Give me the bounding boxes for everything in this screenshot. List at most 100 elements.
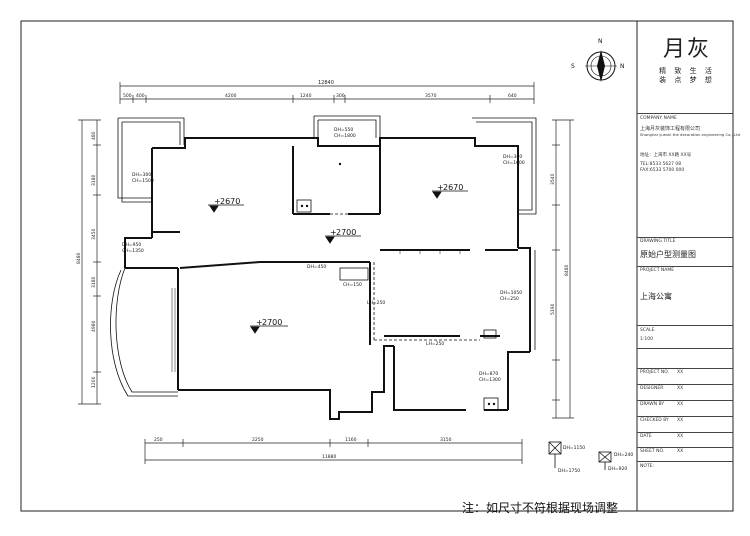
notes-label: NOTE: [640, 464, 655, 469]
project-label: PROJECT NAME [640, 268, 675, 273]
field-label: CHECKED BY [640, 418, 669, 423]
field-value: XX [677, 449, 684, 454]
right-seg-0: 3540 [550, 173, 556, 185]
left-seg-0: 480 [91, 131, 97, 140]
bottom-seg-0: 250 [154, 437, 163, 443]
legend-labels: DH=1150 DH=1750 DH=240 DH=920 [558, 445, 633, 474]
company-label: COMPANY NAME [640, 116, 677, 121]
right-segment-labels: 3540 5190 [550, 173, 556, 315]
drawing-label: DRAWING TITLE [640, 239, 676, 244]
outlet-icons [296, 199, 499, 411]
dashed-openings [330, 213, 480, 341]
company-fax: FAX:6533 5700 000 [640, 168, 685, 173]
bottom-segment-labels: 250 2250 1160 3150 [154, 437, 452, 443]
divider [637, 266, 733, 267]
top-seg-3: 1240 [300, 93, 312, 99]
outlet-dots [300, 162, 496, 406]
tag-ch1500: CH=1500 [132, 178, 154, 184]
field-value: XX [677, 402, 684, 407]
tagline-1: 精 致 生 活 [659, 67, 715, 75]
field-label: DRAWN BY [640, 402, 665, 407]
elevation-bedroom-left: 2670 [220, 197, 240, 206]
field-value: XX [677, 418, 684, 423]
right-total-dim: 8480 [564, 264, 570, 276]
bottom-seg-3: 1160 [345, 437, 357, 443]
legend-b-top: DH=240 [614, 452, 633, 458]
top-seg-5: 3570 [425, 93, 437, 99]
walls [124, 137, 531, 420]
tag-dh550: DH=550 [334, 127, 353, 133]
footer-note: 注：如尺寸不符根据现场调整 [462, 501, 619, 515]
tag-ch1300: CH=1300 [479, 377, 501, 383]
window-glass [171, 249, 468, 372]
top-total-dim: 12840 [318, 80, 334, 86]
left-total-dim: 8480 [76, 252, 82, 264]
field-value: XX [677, 370, 684, 375]
tag-ch1800: CH=1800 [334, 133, 356, 139]
bottom-dimensions [144, 439, 523, 464]
top-seg-6: 640 [508, 93, 517, 99]
title-block: 月灰 精 致 生 活 装 点 梦 想 COMPANY NAME 上海月灰装饰工程… [637, 21, 740, 511]
legend-a-bottom: DH=1750 [558, 468, 580, 474]
company-en: Shanghai yueshi the decoration engineeri… [640, 132, 741, 137]
left-seg-6: 1200 [91, 376, 97, 388]
top-seg-2: 4200 [225, 93, 237, 99]
project-name: 上海公寓 [640, 292, 672, 301]
legend-b-bottom: DH=920 [608, 466, 627, 472]
right-seg-1: 5190 [550, 303, 556, 315]
field-value: XX [677, 386, 684, 391]
left-segment-labels: 480 3180 3450 3180 4980 1200 [91, 131, 97, 388]
field-label: DATE [640, 434, 652, 439]
company-cn: 上海月灰装饰工程有限公司 [640, 126, 701, 132]
tag-dh950: DH=950 [122, 242, 141, 248]
svg-text:+: + [330, 228, 337, 237]
field-label: PROJECT NO. [640, 370, 670, 375]
top-seg-4: 300 [336, 93, 345, 99]
scale-label: SCALE [640, 328, 655, 333]
tag-ch150: CH=150 [343, 282, 362, 288]
tag-ch250: CH=250 [500, 296, 519, 302]
field-label: DESIGNER [640, 386, 664, 391]
divider [637, 113, 733, 114]
svg-text:+: + [437, 183, 444, 192]
tagline-2: 装 点 梦 想 [659, 76, 715, 84]
svg-text:+: + [256, 318, 263, 327]
plus-signs: + + + + [214, 183, 444, 327]
compass-icon: N S N [571, 38, 625, 82]
company-tel: TEL:8533 5627 08 [640, 162, 682, 167]
outer-border [20, 20, 734, 512]
tag-lh250b: LH=250 [426, 341, 444, 347]
svg-text:+: + [214, 197, 221, 206]
field-label: SHEET NO. [640, 449, 665, 454]
tag-ch1350: CH=1350 [122, 248, 144, 254]
drawing-title: 原始户型测量图 [640, 250, 696, 259]
divider [637, 348, 733, 349]
legend-symbols [548, 441, 612, 470]
tag-lh250a: LH=250 [367, 300, 385, 306]
elevation-corridor: 2700 [336, 228, 356, 237]
elevation-living: 2700 [262, 318, 282, 327]
field-value: XX [677, 434, 684, 439]
top-dimensions [119, 82, 535, 104]
elevation-markers [208, 190, 468, 334]
bottom-seg-4: 3150 [440, 437, 452, 443]
window-bays [110, 115, 537, 397]
left-seg-3: 3180 [91, 276, 97, 288]
company-logo: 月灰 [662, 37, 711, 62]
tag-dh1050: DH=1050 [500, 290, 522, 296]
company-address: 地址：上海市 XX路 XX号 [640, 153, 692, 158]
tag-ch1600: CH=1600 [503, 160, 525, 166]
left-dimensions [78, 119, 101, 405]
bottom-total-dim: 11880 [322, 454, 336, 460]
elevation-bedroom-right: 2670 [443, 183, 463, 192]
bottom-seg-1: 2250 [252, 437, 264, 443]
scale-value: 1:100 [640, 337, 653, 342]
brand: 月灰 精 致 生 活 装 点 梦 想 [649, 31, 725, 85]
divider [637, 237, 733, 238]
top-seg-1: 400 [136, 93, 145, 99]
right-dimensions [552, 119, 574, 419]
top-segment-labels: 500 400 4200 1240 300 3570 640 [123, 93, 517, 99]
left-seg-2: 3450 [91, 228, 97, 240]
left-seg-1: 3180 [91, 174, 97, 186]
tag-dh300b: DH=300 [503, 154, 522, 160]
